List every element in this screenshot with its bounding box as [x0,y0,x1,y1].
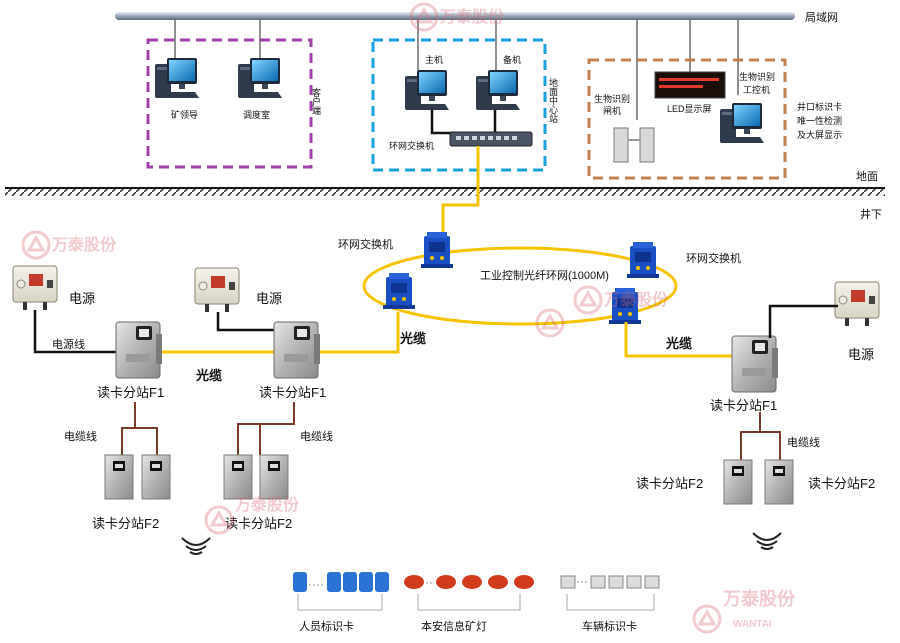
right-fiber-label: 光缆 [665,336,692,351]
fiber-trunk [441,146,480,232]
ground-label: 地面 [856,170,878,183]
client-pc1-label: 矿领导 [171,109,198,120]
power-box-icon [12,265,58,311]
right-f1-label: 读卡分站F1 [710,398,777,413]
svg-text:万泰股份: 万泰股份 [439,7,505,26]
reader-f2-icon [223,454,253,500]
power-line [33,310,120,354]
host-pc-icon [405,70,449,110]
pc-icon [238,58,282,98]
right-power-line [768,304,838,338]
svg-text:万泰股份: 万泰股份 [51,235,117,254]
lamp-card-label: 本安信息矿灯 [421,619,487,633]
reader-f2-icon [723,459,753,505]
left-cable-a-label: 电缆线 [64,429,97,443]
ring-switch-icon [383,273,415,309]
client-side-label: 客户端 [311,87,321,116]
reader-f2-icon [104,454,134,500]
svg-text:WANTAI: WANTAI [733,619,772,630]
host-label: 主机 [425,54,443,65]
center-side-label: 地面中心站 [548,77,558,124]
power-line-label: 电源线 [52,337,85,351]
lamp-cards [404,575,534,611]
left-f2a-label: 读卡分站F2 [92,516,159,531]
wellhead-frame [587,58,787,180]
center-cables [430,110,497,135]
right-power-label: 电源 [848,347,874,362]
fiber-ring [362,246,678,326]
client-frame [146,38,313,169]
underground-label: 井下 [860,207,882,221]
power1-label: 电源 [69,291,95,306]
vehicle-cards [560,575,660,611]
ipc-label-1: 生物识别 [739,71,775,82]
center-frame [371,38,547,172]
right-fiber [624,322,740,358]
left-f1b-label: 读卡分站F1 [259,385,326,400]
power-box-icon [194,267,240,313]
left-fiber [160,312,400,354]
lan-drops [174,20,739,120]
ring-switch-icon [421,232,453,268]
center-switch-label: 环网交换机 [389,140,434,151]
reader-f1-icon [273,321,321,379]
gate-label-2: 闸机 [603,105,621,116]
reader-f1-icon [115,321,163,379]
gate-icon [613,127,655,163]
ring-switch-left-label: 环网交换机 [338,237,393,251]
personnel-cards [293,572,389,611]
ring-switch-icon [627,242,659,278]
wellhead-side-1: 井口标识卡 [797,101,842,112]
left-cables [121,402,295,455]
vehicle-card-label: 车辆标识卡 [582,619,637,633]
wireless-icon [752,532,782,550]
ring-switch-right-label: 环网交换机 [686,251,741,265]
led-label: LED显示屏 [667,104,712,114]
backup-label: 备机 [503,54,521,65]
reader-f2-icon [141,454,171,500]
svg-text:万泰股份: 万泰股份 [603,290,669,309]
backup-pc-icon [476,70,520,110]
svg-text:万泰股份: 万泰股份 [234,495,300,514]
wellhead-side-3: 及大屏显示 [797,129,842,140]
gate-label-1: 生物识别 [594,93,630,104]
ipc-icon [720,103,764,143]
svg-text:万泰股份: 万泰股份 [722,588,796,609]
pc-icon [155,58,199,98]
personnel-card-label: 人员标识卡 [299,619,354,633]
fiber-main-label: 光缆 [399,331,426,346]
lan-bus [115,12,795,20]
ground-hatch [5,188,885,196]
left-f1a-label: 读卡分站F1 [97,385,164,400]
client-pc2-label: 调度室 [243,109,270,120]
left-fiber-label: 光缆 [195,368,222,383]
left-cable-b-label: 电缆线 [300,429,333,443]
ring-label: 工业控制光纤环网(1000M) [480,268,609,282]
power-box-icon [834,281,880,327]
wellhead-side-2: 唯一性检测 [797,115,842,126]
power-line-2 [216,312,276,332]
right-cable-label: 电缆线 [787,435,820,449]
reader-f1-icon [731,335,779,393]
reader-f2-icon [764,459,794,505]
led-dots [659,78,719,88]
power2-label: 电源 [256,291,282,306]
right-cables [740,412,781,460]
left-f2b-label: 读卡分站F2 [225,516,292,531]
lan-label: 局域网 [805,11,838,24]
right-f2a-label: 读卡分站F2 [636,476,703,491]
watermark-logo: 万泰股份 万泰股份 万泰股份 万泰股份 万泰股份 WANTAI [21,2,796,634]
ipc-label-2: 工控机 [743,84,770,95]
right-f2b-label: 读卡分站F2 [808,476,875,491]
reader-f2-icon [259,454,289,500]
wireless-icon [181,537,211,555]
switch-ports [456,136,517,140]
